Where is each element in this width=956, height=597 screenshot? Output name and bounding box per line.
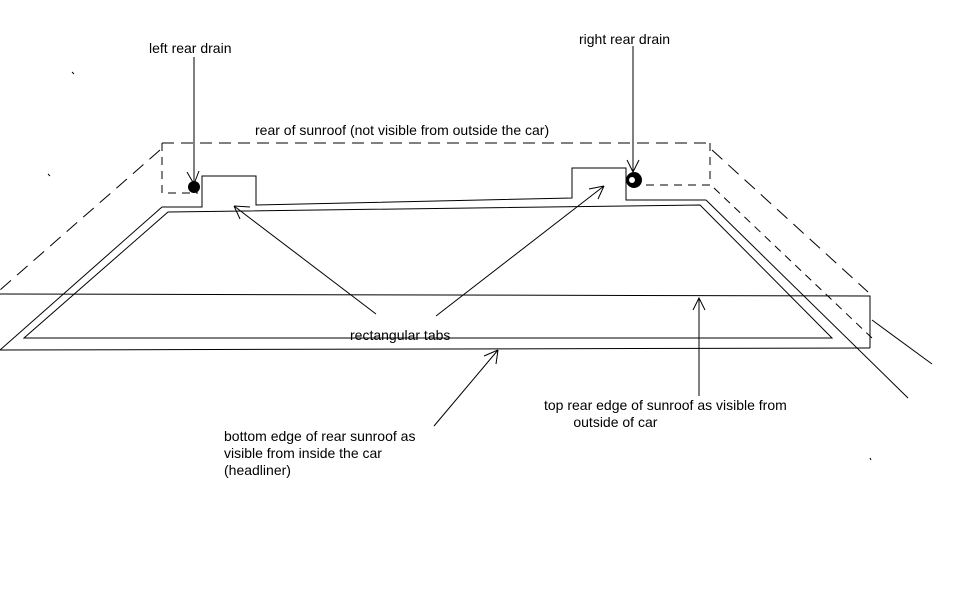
right-drain-arrowhead bbox=[626, 159, 640, 174]
dashed-right-edge bbox=[711, 149, 869, 293]
bottom-edge-line bbox=[0, 347, 871, 351]
bottom-edge-label-line: (headliner) bbox=[224, 462, 291, 478]
dashed-left-corner bbox=[161, 143, 198, 194]
stray-mark bbox=[71, 71, 75, 75]
rear-tab-profile bbox=[162, 167, 706, 208]
top-edge-arrowhead bbox=[692, 296, 706, 311]
stray-mark bbox=[869, 457, 872, 461]
rear-of-sunroof-label: rear of sunroof (not visible from outsid… bbox=[255, 122, 550, 138]
bottom-edge-label-line: bottom edge of rear sunroof as bbox=[224, 428, 416, 444]
inner-frame-right bbox=[705, 199, 909, 399]
top-rear-edge-label: top rear edge of sunroof as visible from… bbox=[544, 397, 787, 431]
rectangular-tabs-label: rectangular tabs bbox=[350, 327, 451, 343]
diagram-lines bbox=[0, 46, 933, 461]
bottom-edge-label: bottom edge of rear sunroof as visible f… bbox=[224, 428, 415, 479]
left-drain-dot bbox=[188, 181, 200, 193]
inner-frame-left bbox=[0, 206, 163, 351]
tab-right-arrowhead bbox=[588, 185, 605, 200]
inner-sunroof-outline bbox=[22, 204, 834, 339]
top-rear-edge-label-line: top rear edge of sunroof as visible from bbox=[544, 397, 787, 413]
right-drain-highlight bbox=[629, 177, 635, 183]
dashed-left-edge bbox=[0, 149, 161, 291]
bottom-edge-leader bbox=[433, 349, 499, 427]
left-rear-drain-label: left rear drain bbox=[149, 40, 232, 56]
right-rear-drain-label: right rear drain bbox=[579, 31, 671, 47]
top-rear-edge-line bbox=[0, 293, 871, 348]
dashed-right-inner-edge bbox=[713, 187, 873, 339]
dashed-right-corner bbox=[626, 143, 711, 186]
right-edge-extension bbox=[871, 319, 933, 365]
tab-left-arrowhead bbox=[233, 205, 251, 220]
bottom-edge-label-line: visible from inside the car bbox=[224, 445, 382, 461]
stray-mark bbox=[47, 173, 51, 177]
top-rear-edge-label-line: outside of car bbox=[573, 414, 658, 430]
bottom-edge-arrowhead bbox=[483, 349, 499, 365]
tab-left-leader bbox=[233, 205, 377, 315]
tab-right-leader bbox=[435, 185, 605, 317]
